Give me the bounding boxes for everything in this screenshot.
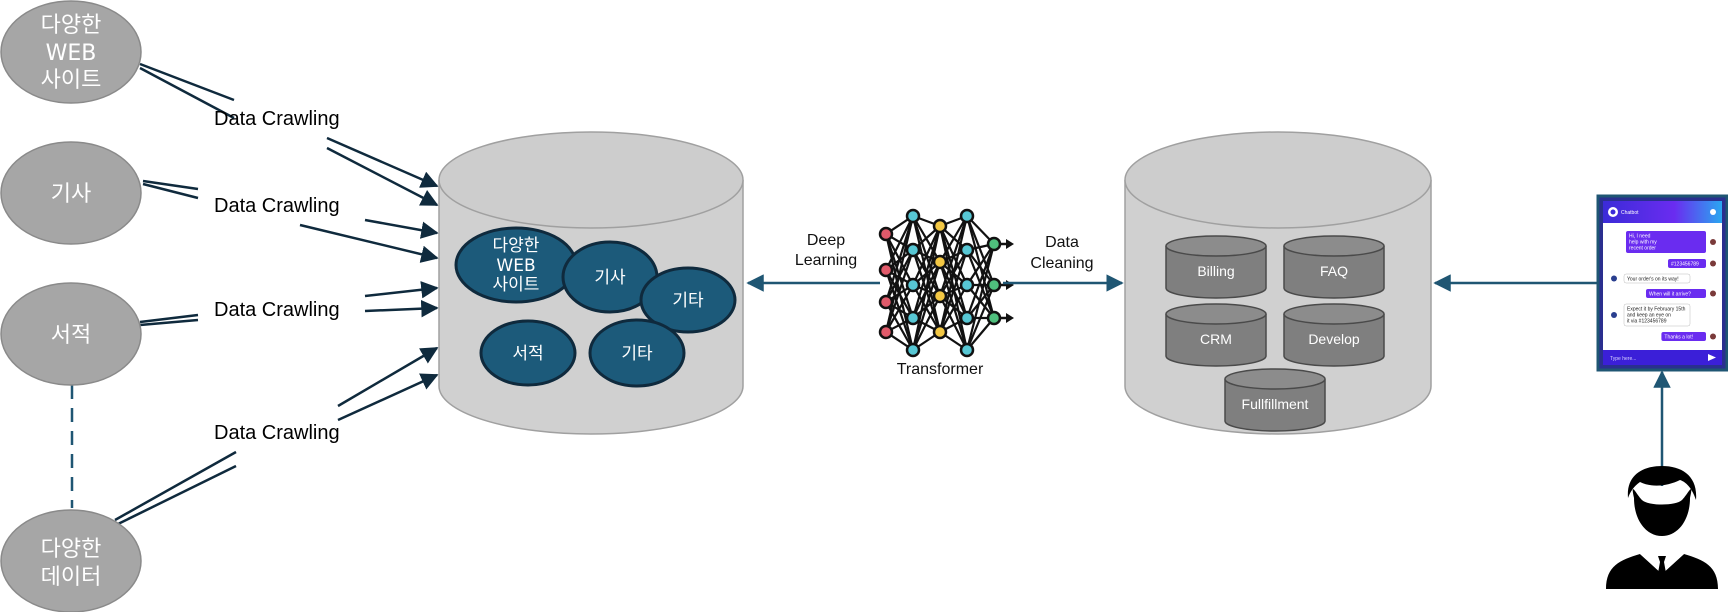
- send-icon: [1708, 354, 1716, 361]
- source-label: 기사: [51, 182, 91, 207]
- raw-item-etc: 기타: [588, 318, 686, 388]
- svg-text:다양한: 다양한: [493, 236, 540, 256]
- category-db-faq: FAQ: [1283, 235, 1385, 299]
- source-various-data: 다양한 데이터: [0, 509, 142, 612]
- source-label: 다양한: [41, 13, 102, 38]
- transformer-label: Transformer: [897, 361, 984, 378]
- category-db-crm: CRM: [1165, 303, 1267, 367]
- svg-text:서적: 서적: [512, 344, 543, 364]
- source-web-sites: 다양한 WEB 사이트: [0, 0, 142, 104]
- user-message: Thanks a lot!: [1661, 332, 1716, 341]
- crawl-label: Data Crawling: [214, 195, 340, 217]
- chatbot-title: Chatbot: [1621, 210, 1639, 216]
- user-person-icon: [1606, 466, 1718, 589]
- category-db-fullfillment: Fullfillment: [1224, 368, 1326, 432]
- category-db-billing: Billing: [1165, 235, 1267, 299]
- svg-text:#123456789: #123456789: [1671, 262, 1699, 268]
- svg-text:기타: 기타: [621, 344, 653, 364]
- crawl-connectors: [114, 62, 439, 526]
- category-db-develop: Develop: [1283, 303, 1385, 367]
- raw-item-etc: 기타: [639, 266, 737, 334]
- source-articles: 기사: [0, 141, 142, 245]
- raw-item-articles: 기사: [561, 240, 659, 314]
- svg-text:When will it arrive?: When will it arrive?: [1649, 292, 1691, 298]
- category-label: Billing: [1197, 263, 1234, 279]
- source-label: WEB: [46, 41, 97, 66]
- category-label: FAQ: [1320, 263, 1348, 279]
- data-cleaning-label: Cleaning: [1030, 255, 1093, 272]
- deep-learning-label: Deep: [807, 232, 845, 249]
- raw-item-books: 서적: [479, 319, 577, 387]
- svg-text:사이트: 사이트: [493, 275, 540, 295]
- raw-data-store: 다양한 WEB 사이트 기사 기타 서적 기타: [438, 131, 744, 435]
- source-books: 서적: [0, 282, 142, 386]
- source-label: 다양한: [41, 537, 102, 562]
- raw-item-web-sites: 다양한 WEB 사이트: [454, 226, 578, 304]
- crawl-label: Data Crawling: [214, 108, 340, 130]
- svg-text:기사: 기사: [594, 268, 626, 288]
- category-label: Fullfillment: [1242, 396, 1309, 412]
- user-message: #123456789: [1668, 259, 1716, 268]
- user-message: When will it arrive?: [1646, 289, 1716, 298]
- category-label: Develop: [1308, 331, 1360, 347]
- svg-text:기타: 기타: [672, 291, 704, 311]
- chat-input: Type here...: [1610, 356, 1636, 362]
- neural-network-icon: [878, 208, 1014, 358]
- svg-text:Thanks a lot!: Thanks a lot!: [1664, 335, 1693, 341]
- source-label: 서적: [51, 323, 91, 348]
- svg-text:Your order's on its way!: Your order's on its way!: [1627, 277, 1679, 283]
- svg-text:WEB: WEB: [496, 256, 535, 276]
- source-label: 사이트: [41, 68, 102, 93]
- data-cleaning-label: Data: [1045, 234, 1079, 251]
- chatbot-menu-icon: [1710, 209, 1716, 215]
- category-label: CRM: [1200, 331, 1232, 347]
- crawl-label: Data Crawling: [214, 422, 340, 444]
- crawl-label: Data Crawling: [214, 299, 340, 321]
- bot-message: Your order's on its way!: [1611, 273, 1691, 284]
- source-label: 데이터: [41, 565, 102, 590]
- deep-learning-label: Learning: [795, 252, 857, 269]
